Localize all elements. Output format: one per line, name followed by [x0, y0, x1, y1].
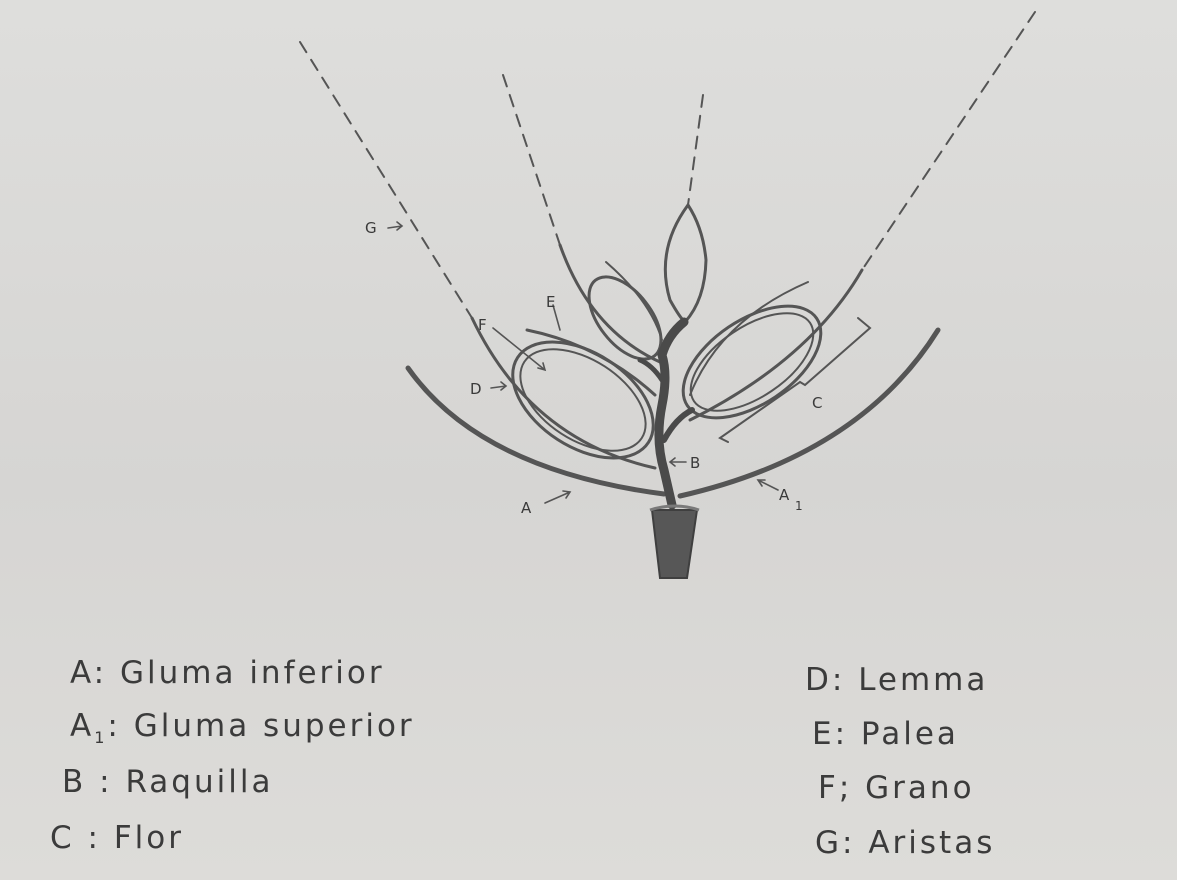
legend-text: Gluma inferior: [120, 655, 385, 691]
rachilla: [659, 322, 684, 505]
label-e: E: [546, 293, 555, 311]
legend-sep: :: [832, 662, 845, 698]
legend-key: F: [818, 770, 839, 806]
arrow-f: [493, 328, 545, 370]
label-a1: A: [779, 486, 790, 504]
pedicel: [652, 510, 697, 578]
label-g: G: [365, 219, 377, 237]
legend-sep: :: [835, 716, 848, 752]
rachilla-branch-right: [664, 410, 692, 440]
legend-item-b: B : Raquilla: [62, 764, 273, 800]
legend-text: Gluma superior: [134, 708, 415, 744]
arrow-b: [670, 458, 686, 466]
awn-right: [862, 12, 1035, 270]
legend-item-a: A: Gluma inferior: [70, 655, 385, 691]
legend-key: D: [805, 662, 832, 698]
legend-key: E: [812, 716, 835, 752]
floret-top: [665, 205, 706, 322]
legend-text: Aristas: [868, 825, 995, 861]
palea-upper-left: [606, 262, 662, 340]
legend-item-g: G: Aristas: [815, 825, 995, 861]
label-d: D: [470, 380, 482, 398]
arrow-d: [491, 382, 506, 390]
legend-key: A: [70, 655, 94, 691]
legend-text: Palea: [861, 716, 959, 752]
label-f: F: [478, 316, 487, 334]
legend-sep: :: [99, 764, 112, 800]
legend-item-e: E: Palea: [812, 716, 959, 752]
legend-text: Lemma: [858, 662, 988, 698]
glume-lower: [408, 368, 664, 494]
legend-item-d: D: Lemma: [805, 662, 988, 698]
glume-upper: [680, 330, 938, 496]
legend-key-subscript: 1: [94, 728, 107, 747]
arrow-g: [388, 222, 402, 230]
legend-sep: :: [842, 825, 855, 861]
legend-text: Flor: [114, 820, 184, 856]
floret-right-outer: [664, 284, 840, 441]
legend-key: A: [70, 708, 94, 744]
legend-text: Grano: [865, 770, 974, 806]
legend-item-c: C : Flor: [50, 820, 184, 856]
legend-sep: ;: [839, 770, 852, 806]
legend-key: B: [62, 764, 86, 800]
legend-key: C: [50, 820, 75, 856]
awn-center: [688, 95, 703, 205]
legend-sep: :: [107, 708, 120, 744]
awn-left: [300, 42, 472, 318]
awn-center-left: [503, 75, 560, 245]
legend-text: Raquilla: [125, 764, 273, 800]
label-a1-subscript: 1: [795, 499, 803, 513]
arrow-a: [545, 491, 570, 503]
arrow-a1: [758, 480, 778, 490]
palea-right: [690, 282, 808, 395]
label-c: C: [812, 394, 822, 412]
legend-item-a1: A1: Gluma superior: [70, 708, 415, 747]
legend-sep: :: [88, 820, 101, 856]
label-a: A: [521, 499, 532, 517]
legend-item-f: F; Grano: [818, 770, 975, 806]
legend-key: G: [815, 825, 842, 861]
label-b: B: [690, 454, 700, 472]
legend-sep: :: [94, 655, 107, 691]
